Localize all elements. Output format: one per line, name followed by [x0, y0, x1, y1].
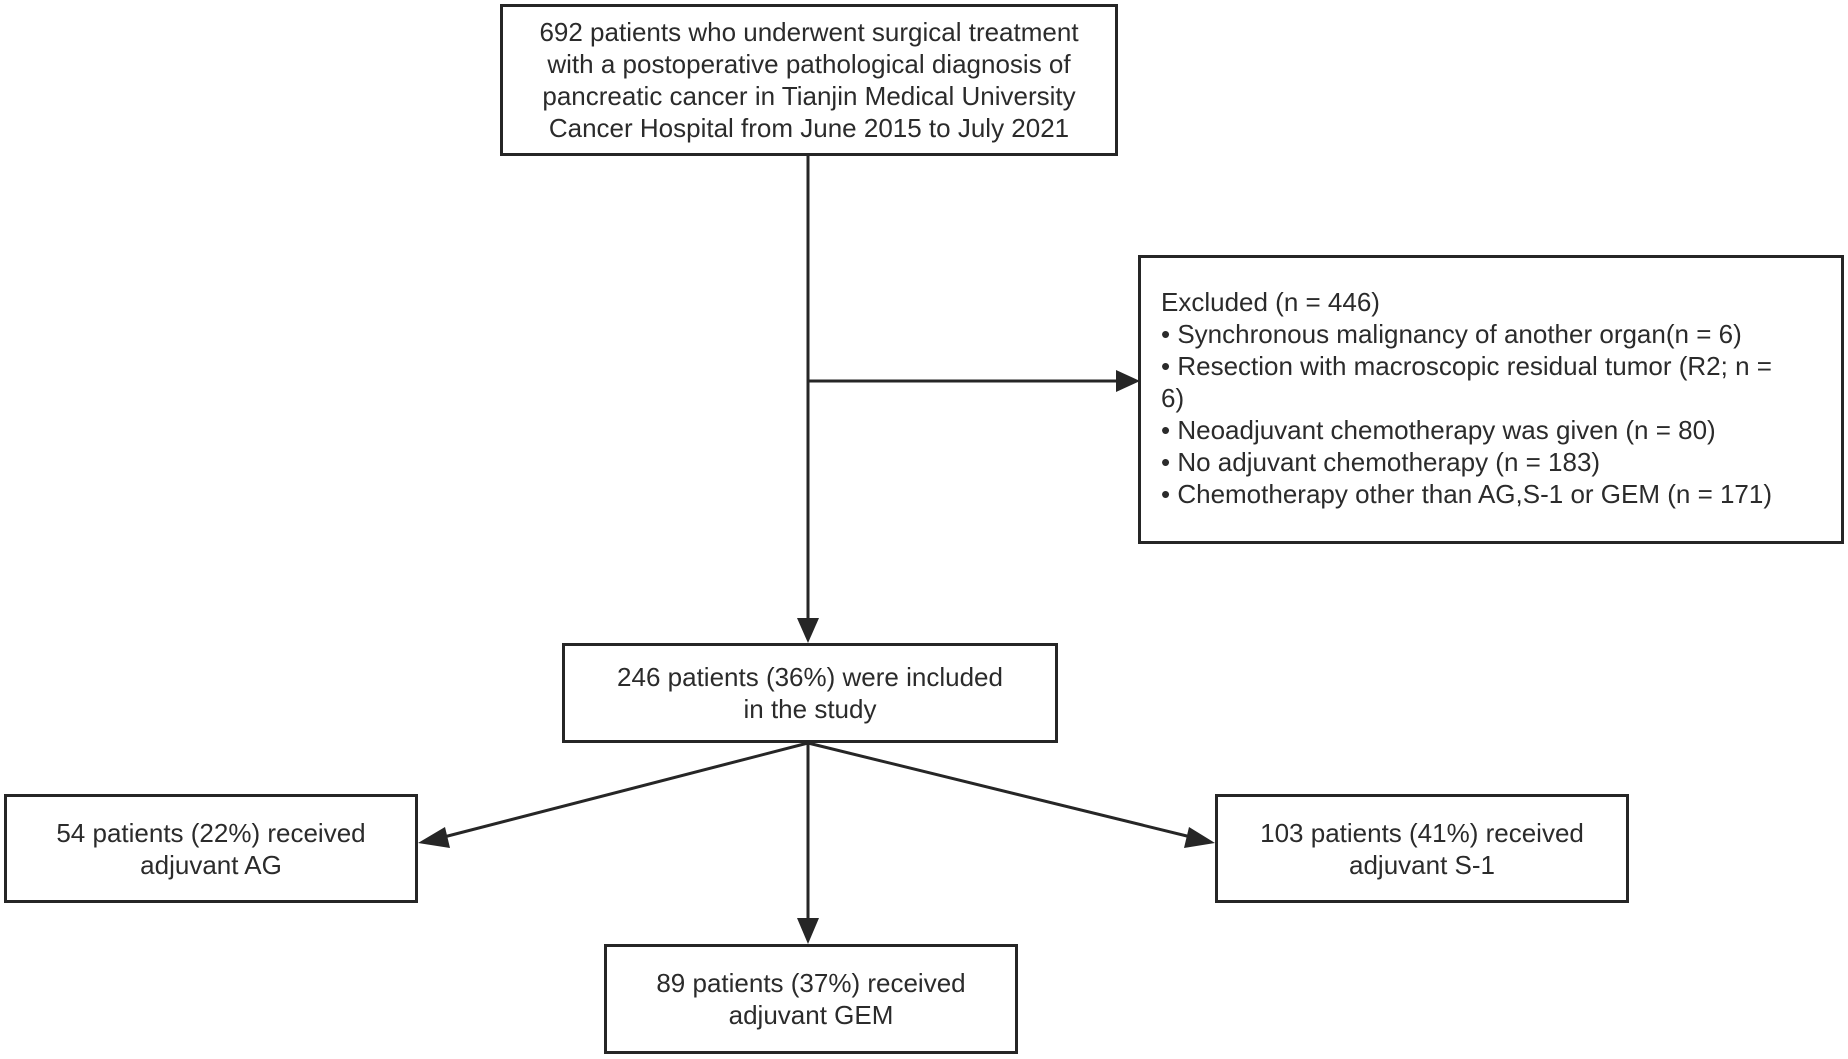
arrowhead-excluded — [1116, 370, 1140, 392]
arrowhead-s1 — [1184, 827, 1215, 848]
connector-to-s1 — [807, 741, 1196, 840]
ag-group-box: 54 patients (22%) received adjuvant AG — [4, 794, 418, 903]
source-line-4: Cancer Hospital from June 2015 to July 2… — [548, 113, 1070, 143]
excluded-box: Excluded (n = 446) Synchronous malignanc… — [1138, 255, 1844, 544]
gem-group-box: 89 patients (37%) received adjuvant GEM — [604, 944, 1018, 1054]
source-line-2: with a postoperative pathological diagno… — [547, 49, 1071, 79]
arrowhead-gem — [797, 918, 819, 944]
source-population-box: 692 patients who underwent surgical trea… — [500, 4, 1118, 156]
ag-line-2: adjuvant AG — [140, 849, 282, 880]
s1-line-2: adjuvant S-1 — [1349, 849, 1495, 880]
included-line-2: in the study — [743, 694, 877, 724]
ag-line-1: 54 patients (22%) received — [56, 817, 366, 848]
connector-to-ag — [439, 741, 809, 840]
included-box: 246 patients (36%) were included in the … — [562, 643, 1058, 743]
gem-line-1: 89 patients (37%) received — [656, 968, 966, 998]
included-line-1: 246 patients (36%) were included — [617, 662, 1003, 692]
source-line-1: 692 patients who underwent surgical trea… — [539, 17, 1079, 47]
excluded-item: Synchronous malignancy of another organ(… — [1161, 318, 1821, 350]
arrowhead-ag — [418, 827, 450, 848]
excluded-item-continuation: 6) — [1161, 383, 1185, 413]
excluded-title: Excluded (n = 446) — [1161, 287, 1380, 317]
source-line-3: pancreatic cancer in Tianjin Medical Uni… — [542, 81, 1076, 111]
excluded-item: No adjuvant chemotherapy (n = 183) — [1161, 446, 1821, 478]
s1-line-1: 103 patients (41%) received — [1260, 817, 1584, 848]
excluded-item: Neoadjuvant chemotherapy was given (n = … — [1161, 414, 1821, 446]
excluded-item: Chemotherapy other than AG,S-1 or GEM (n… — [1161, 478, 1821, 510]
gem-line-2: adjuvant GEM — [728, 1000, 894, 1030]
excluded-item: Resection with macroscopic residual tumo… — [1161, 350, 1821, 382]
s1-group-box: 103 patients (41%) received adjuvant S-1 — [1215, 794, 1629, 903]
arrowhead-included — [797, 618, 819, 643]
